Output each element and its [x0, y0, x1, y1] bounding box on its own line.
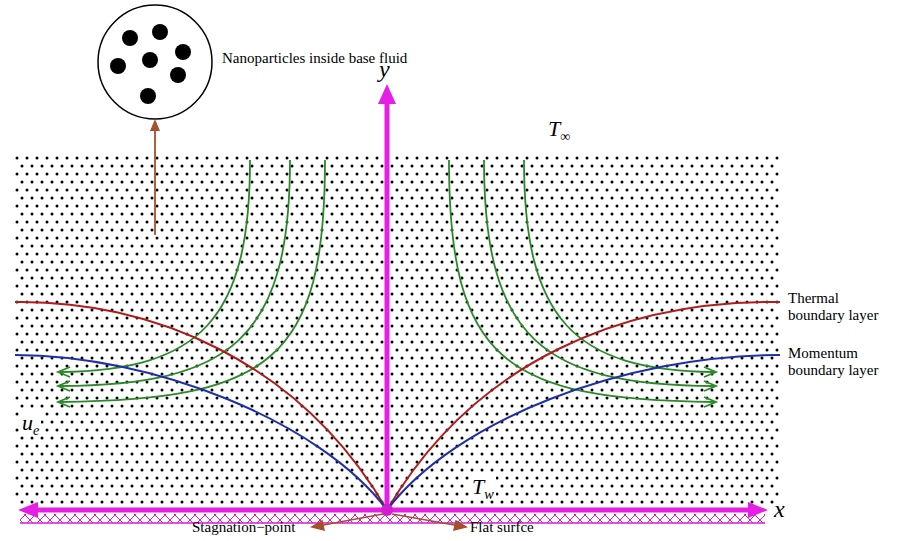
- x-axis: [18, 502, 768, 518]
- symbol-subscript: w: [484, 486, 494, 502]
- symbol-letter: u: [22, 410, 33, 435]
- momentum-layer-curve: [15, 355, 780, 510]
- symbol-subscript: e: [33, 422, 39, 438]
- layer-name: Momentum boundary layer: [788, 345, 892, 380]
- zoom-arrow: [150, 119, 160, 235]
- particle-field: [15, 155, 780, 507]
- point-name: Stagnation−point: [192, 519, 295, 536]
- hatched-surface: [20, 514, 765, 523]
- zoom-circle: [98, 5, 212, 119]
- symbol-letter: T: [472, 474, 484, 499]
- axis-name: y: [379, 56, 390, 84]
- surface-name: Flat surfce: [470, 519, 534, 536]
- edge-velocity: ue: [20, 410, 41, 435]
- leader-arrows: [312, 514, 466, 530]
- symbol-subscript: ∞: [560, 128, 570, 144]
- symbol-letter: T: [548, 116, 560, 141]
- axis-name: x: [774, 496, 785, 524]
- y-axis: [378, 84, 396, 510]
- thermal-layer-curve: [15, 302, 780, 510]
- wall-temperature: Tw: [470, 474, 496, 499]
- layer-name: Thermal boundary layer: [788, 290, 892, 325]
- ambient-temperature: T∞: [548, 116, 570, 141]
